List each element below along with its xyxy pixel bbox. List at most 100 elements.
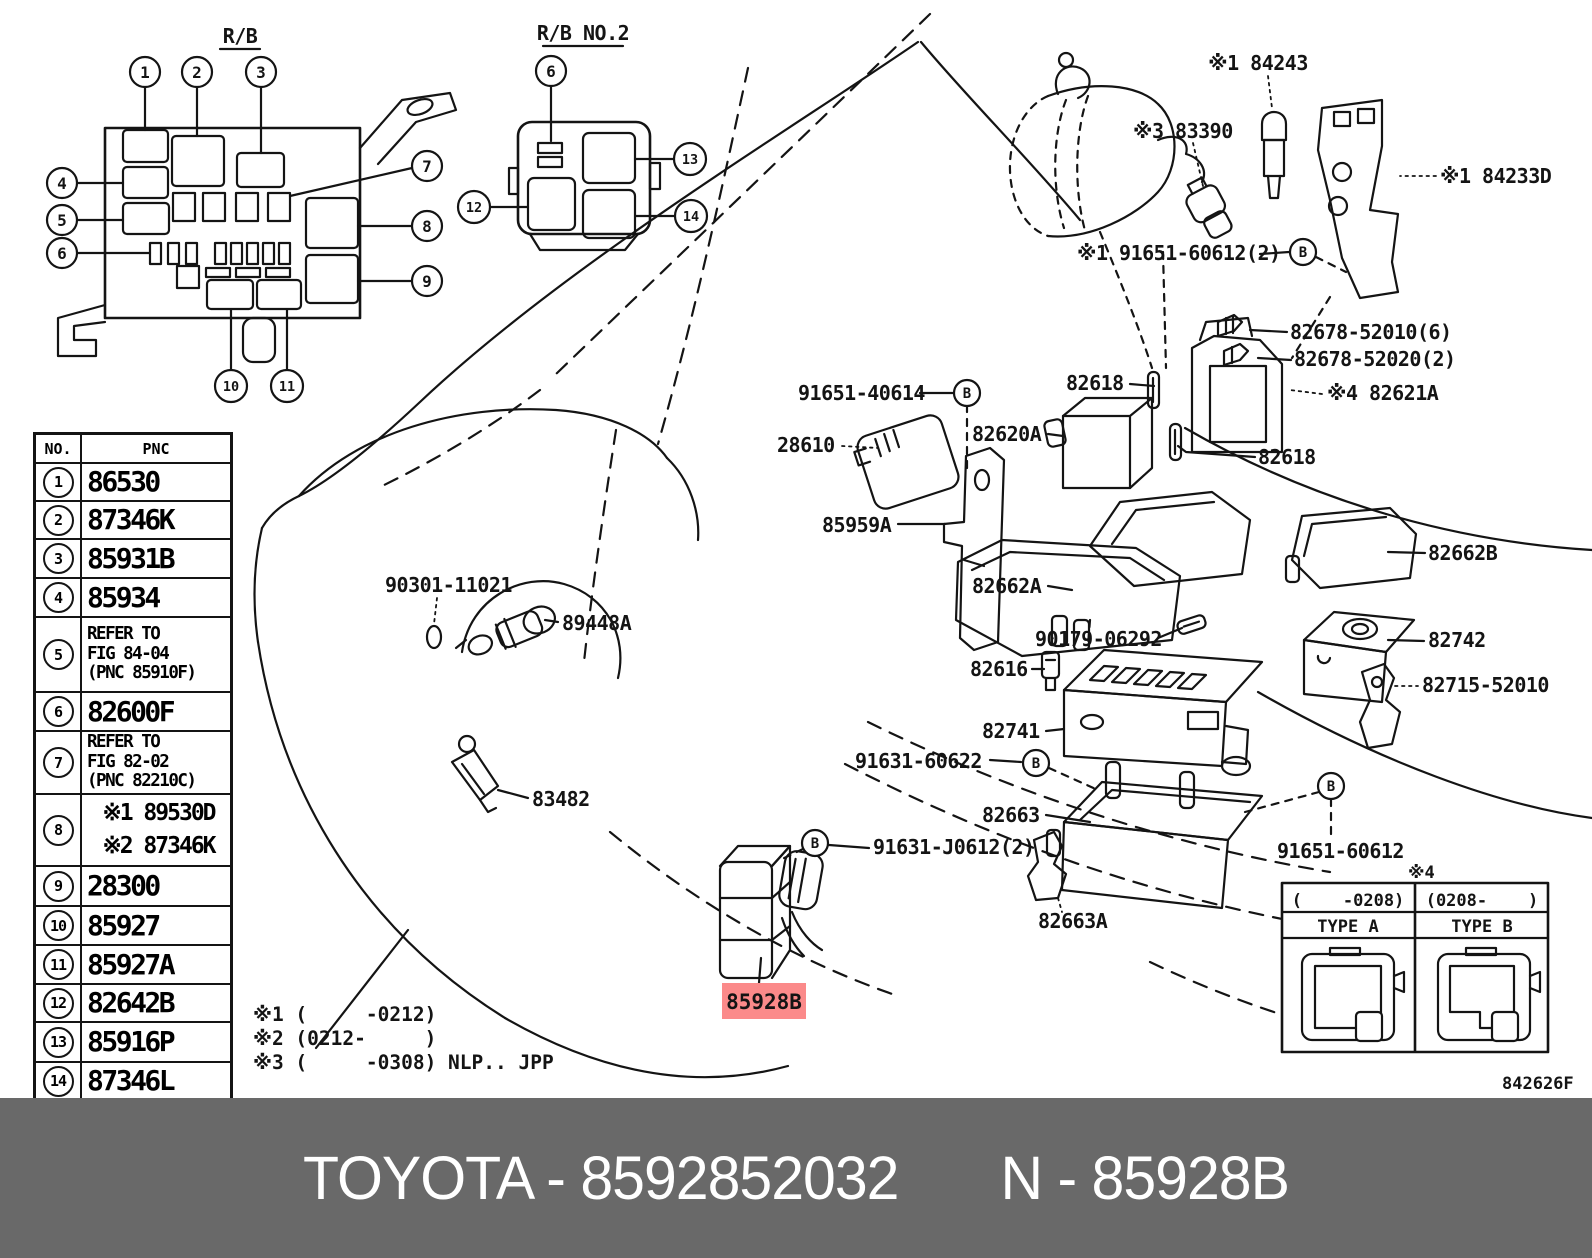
b-mark-2: B xyxy=(963,386,971,402)
cover-82662b-drawing xyxy=(1284,506,1418,590)
part-label-91651-40614: 91651-40614 xyxy=(798,381,925,405)
car-body-outline xyxy=(253,12,1592,1079)
part-label-82621a: ※4 82621A xyxy=(1327,381,1439,405)
pnc-value: 87346K xyxy=(87,503,176,536)
part-label-82678-52020: 82678-52020(2) xyxy=(1294,347,1456,371)
callout-11: 11 xyxy=(279,379,295,395)
callout-5: 5 xyxy=(57,211,67,230)
assembly-dashed-links xyxy=(778,230,1348,862)
part-label-28610: 28610 xyxy=(777,433,835,457)
part-label-82663a: 82663A xyxy=(1038,909,1108,933)
row-callout: 13 xyxy=(42,1026,74,1058)
rb-fusebox-drawing: R/B xyxy=(56,24,458,373)
row-callout: 9 xyxy=(42,870,74,902)
table-row: 7 REFER TO FIG 82-02 (PNC 82210C) xyxy=(36,730,230,793)
callout-7: 7 xyxy=(422,157,432,176)
type-table: ※4 ( -0208) (0208- ) TYPE A TYPE B xyxy=(1280,863,1550,1054)
footnotes: ※1 ( -0212) ※2 (0212- ) ※3 ( -0308) NLP.… xyxy=(253,1003,554,1074)
diagram-ref-code: 842626F xyxy=(1502,1074,1574,1094)
part-label-84233d: ※1 84233D xyxy=(1440,164,1552,188)
footer-pnc-ref: N - 85928B xyxy=(1000,1143,1289,1213)
part-label-82662a: 82662A xyxy=(972,574,1042,598)
callout-3: 3 xyxy=(256,63,266,82)
bracket-84233d-drawing xyxy=(1316,98,1400,300)
parts-table-header: NO. PNC xyxy=(36,435,230,462)
type-b-label: TYPE B xyxy=(1451,917,1512,937)
pnc-value: 85916P xyxy=(87,1025,176,1058)
part-label-91651-60612: 91651-60612 xyxy=(1277,839,1404,863)
callout-rb2-6: 6 xyxy=(546,62,556,81)
fusebox-82741-drawing xyxy=(1062,648,1264,777)
relaybox-82742-drawing xyxy=(1302,610,1416,704)
fuse-82616-drawing xyxy=(1040,650,1061,692)
part-label-82620a: 82620A xyxy=(972,422,1042,446)
footer-brand-part-number: TOYOTA - 8592852032 xyxy=(303,1143,899,1213)
table-row: 6 82600F xyxy=(36,691,230,730)
b-mark-5: B xyxy=(1327,779,1335,795)
part-label-82663: 82663 xyxy=(982,803,1040,827)
highlight-box xyxy=(722,983,806,1019)
type-a-range: ( -0208) xyxy=(1292,891,1405,911)
table-row: 2 87346K xyxy=(36,500,230,538)
row-callout: 2 xyxy=(42,504,74,536)
oring-90301-drawing xyxy=(425,624,443,650)
rb2-title: R/B NO.2 xyxy=(537,21,629,45)
pnc-value: 85927 xyxy=(87,908,161,942)
part-label-91631-j0612: 91631-J0612(2) xyxy=(873,835,1035,859)
pnc-line: FIG 82-02 xyxy=(87,751,170,772)
pnc-line: REFER TO xyxy=(87,624,161,645)
b-mark-3: B xyxy=(1032,756,1040,772)
pnc-value: 85931B xyxy=(87,541,176,575)
part-label-85959a: 85959A xyxy=(822,513,892,537)
part-label-82662b: 82662B xyxy=(1428,541,1498,565)
part-label-85928b: 85928B xyxy=(726,990,802,1014)
canister-drawing xyxy=(1008,51,1206,238)
callout-9: 9 xyxy=(422,272,432,291)
row-callout: 7 xyxy=(42,747,74,778)
part-label-82618-a: 82618 xyxy=(1066,371,1124,395)
rb-title: R/B xyxy=(223,24,258,48)
row-callout: 12 xyxy=(42,987,74,1019)
callout-10: 10 xyxy=(223,379,239,395)
footer-bar: TOYOTA - 8592852032 N - 85928B xyxy=(0,1098,1592,1258)
pnc-value: 82600F xyxy=(87,694,176,728)
part-label-82618-b: 82618 xyxy=(1258,445,1316,469)
highlighted-part-85928b: 85928B xyxy=(722,983,806,1019)
pnc-line: REFER TO xyxy=(87,732,161,753)
part-label-82741: 82741 xyxy=(982,719,1040,743)
row-callout: 6 xyxy=(42,696,74,727)
part-label-82715-52010: 82715-52010 xyxy=(1422,673,1549,697)
clip-90179-drawing xyxy=(1176,614,1207,635)
part-label-90179-06292: 90179-06292 xyxy=(1035,627,1162,651)
callout-8: 8 xyxy=(422,217,432,236)
relay-28610-drawing xyxy=(853,414,960,510)
label-leaders xyxy=(433,75,1437,985)
part-labels: ※1 84243 ※3 83390 ※1 84233D ※1 91651-606… xyxy=(385,51,1574,1094)
table-row: 10 85927 xyxy=(36,905,230,944)
bracket-85959a-drawing xyxy=(942,446,1006,652)
col-header-pnc: PNC xyxy=(142,439,170,458)
part-label-90301-11021: 90301-11021 xyxy=(385,573,512,597)
pnc-value: 86530 xyxy=(87,465,161,498)
row-callout: 10 xyxy=(42,910,74,941)
row-callout: 4 xyxy=(42,582,74,613)
col-header-no: NO. xyxy=(36,435,82,462)
b-mark-4: B xyxy=(811,836,819,852)
bracket-82715-drawing xyxy=(1358,662,1402,750)
sensor-89448a-drawing xyxy=(454,605,556,656)
relay-85928b-drawing xyxy=(718,844,824,980)
bulb-84243-drawing xyxy=(1260,110,1288,200)
footnote-1: ※1 ( -0212) xyxy=(253,1003,436,1026)
type-table-mark: ※4 xyxy=(1408,863,1435,883)
bracket-82663a-drawing xyxy=(1026,830,1068,902)
part-label-83390: ※3 83390 xyxy=(1133,119,1233,143)
part-label-83482: 83482 xyxy=(532,787,590,811)
b-mark-1: B xyxy=(1299,245,1307,261)
box-82663-drawing xyxy=(1045,760,1264,910)
pnc-line: (PNC 85910F) xyxy=(87,663,197,684)
